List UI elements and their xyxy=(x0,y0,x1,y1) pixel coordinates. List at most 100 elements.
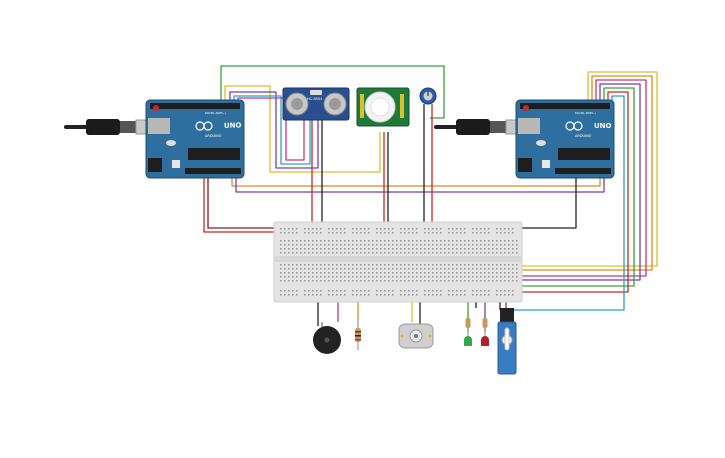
breadboard-hole[interactable] xyxy=(312,290,314,292)
breadboard-hole[interactable] xyxy=(356,252,358,254)
breadboard-hole[interactable] xyxy=(308,272,310,274)
breadboard-hole[interactable] xyxy=(288,240,290,242)
breadboard-hole[interactable] xyxy=(508,240,510,242)
breadboard-hole[interactable] xyxy=(436,228,438,230)
breadboard-hole[interactable] xyxy=(320,272,322,274)
breadboard-hole[interactable] xyxy=(288,280,290,282)
breadboard-hole[interactable] xyxy=(476,232,478,234)
breadboard-hole[interactable] xyxy=(436,240,438,242)
breadboard-hole[interactable] xyxy=(372,244,374,246)
breadboard-hole[interactable] xyxy=(368,272,370,274)
breadboard-hole[interactable] xyxy=(288,276,290,278)
breadboard-hole[interactable] xyxy=(464,244,466,246)
breadboard-hole[interactable] xyxy=(340,232,342,234)
breadboard-hole[interactable] xyxy=(332,276,334,278)
breadboard-hole[interactable] xyxy=(392,252,394,254)
breadboard-hole[interactable] xyxy=(380,280,382,282)
breadboard-hole[interactable] xyxy=(284,268,286,270)
breadboard-hole[interactable] xyxy=(436,252,438,254)
breadboard-hole[interactable] xyxy=(400,240,402,242)
breadboard-hole[interactable] xyxy=(504,268,506,270)
breadboard-hole[interactable] xyxy=(456,244,458,246)
breadboard-hole[interactable] xyxy=(340,294,342,296)
breadboard-hole[interactable] xyxy=(288,244,290,246)
breadboard-hole[interactable] xyxy=(440,272,442,274)
breadboard-hole[interactable] xyxy=(460,272,462,274)
breadboard-hole[interactable] xyxy=(400,290,402,292)
breadboard-hole[interactable] xyxy=(280,244,282,246)
breadboard-hole[interactable] xyxy=(300,252,302,254)
breadboard-hole[interactable] xyxy=(280,228,282,230)
breadboard-hole[interactable] xyxy=(296,240,298,242)
breadboard-hole[interactable] xyxy=(368,264,370,266)
breadboard-hole[interactable] xyxy=(452,280,454,282)
breadboard-hole[interactable] xyxy=(436,294,438,296)
breadboard-hole[interactable] xyxy=(484,244,486,246)
breadboard-hole[interactable] xyxy=(420,264,422,266)
breadboard-hole[interactable] xyxy=(372,276,374,278)
breadboard-hole[interactable] xyxy=(436,290,438,292)
breadboard-hole[interactable] xyxy=(432,232,434,234)
breadboard-hole[interactable] xyxy=(364,244,366,246)
breadboard-hole[interactable] xyxy=(400,264,402,266)
breadboard-hole[interactable] xyxy=(476,276,478,278)
breadboard-hole[interactable] xyxy=(460,268,462,270)
breadboard-hole[interactable] xyxy=(304,248,306,250)
breadboard-hole[interactable] xyxy=(496,244,498,246)
breadboard-hole[interactable] xyxy=(280,232,282,234)
breadboard-hole[interactable] xyxy=(476,264,478,266)
breadboard-hole[interactable] xyxy=(316,248,318,250)
breadboard-hole[interactable] xyxy=(284,276,286,278)
breadboard-hole[interactable] xyxy=(304,228,306,230)
breadboard-hole[interactable] xyxy=(384,290,386,292)
breadboard-hole[interactable] xyxy=(320,248,322,250)
breadboard-hole[interactable] xyxy=(412,248,414,250)
breadboard-hole[interactable] xyxy=(344,232,346,234)
breadboard-hole[interactable] xyxy=(336,244,338,246)
breadboard-hole[interactable] xyxy=(332,280,334,282)
breadboard-hole[interactable] xyxy=(440,228,442,230)
breadboard-hole[interactable] xyxy=(480,252,482,254)
breadboard-hole[interactable] xyxy=(296,244,298,246)
breadboard-hole[interactable] xyxy=(432,290,434,292)
piezo-buzzer[interactable] xyxy=(313,322,341,354)
breadboard-hole[interactable] xyxy=(408,232,410,234)
breadboard-hole[interactable] xyxy=(352,276,354,278)
breadboard-hole[interactable] xyxy=(300,244,302,246)
breadboard-hole[interactable] xyxy=(320,264,322,266)
breadboard-hole[interactable] xyxy=(444,240,446,242)
breadboard-hole[interactable] xyxy=(364,264,366,266)
breadboard-hole[interactable] xyxy=(368,280,370,282)
breadboard-hole[interactable] xyxy=(448,294,450,296)
breadboard-hole[interactable] xyxy=(500,272,502,274)
breadboard-hole[interactable] xyxy=(412,272,414,274)
breadboard-hole[interactable] xyxy=(344,294,346,296)
breadboard-hole[interactable] xyxy=(468,240,470,242)
breadboard-hole[interactable] xyxy=(476,244,478,246)
breadboard-hole[interactable] xyxy=(440,280,442,282)
breadboard-hole[interactable] xyxy=(416,294,418,296)
breadboard-hole[interactable] xyxy=(464,294,466,296)
breadboard-hole[interactable] xyxy=(508,294,510,296)
breadboard-hole[interactable] xyxy=(416,244,418,246)
breadboard-hole[interactable] xyxy=(496,228,498,230)
breadboard-hole[interactable] xyxy=(316,228,318,230)
breadboard-hole[interactable] xyxy=(472,276,474,278)
breadboard-hole[interactable] xyxy=(392,280,394,282)
breadboard-hole[interactable] xyxy=(364,272,366,274)
breadboard-hole[interactable] xyxy=(364,276,366,278)
breadboard-hole[interactable] xyxy=(516,244,518,246)
breadboard-hole[interactable] xyxy=(460,290,462,292)
breadboard-hole[interactable] xyxy=(496,272,498,274)
breadboard-hole[interactable] xyxy=(464,276,466,278)
breadboard-hole[interactable] xyxy=(464,272,466,274)
breadboard-hole[interactable] xyxy=(280,268,282,270)
breadboard-hole[interactable] xyxy=(480,280,482,282)
breadboard-hole[interactable] xyxy=(308,268,310,270)
breadboard-hole[interactable] xyxy=(484,280,486,282)
breadboard-hole[interactable] xyxy=(380,276,382,278)
breadboard-hole[interactable] xyxy=(464,264,466,266)
breadboard-hole[interactable] xyxy=(284,290,286,292)
breadboard-hole[interactable] xyxy=(400,244,402,246)
breadboard-hole[interactable] xyxy=(512,290,514,292)
